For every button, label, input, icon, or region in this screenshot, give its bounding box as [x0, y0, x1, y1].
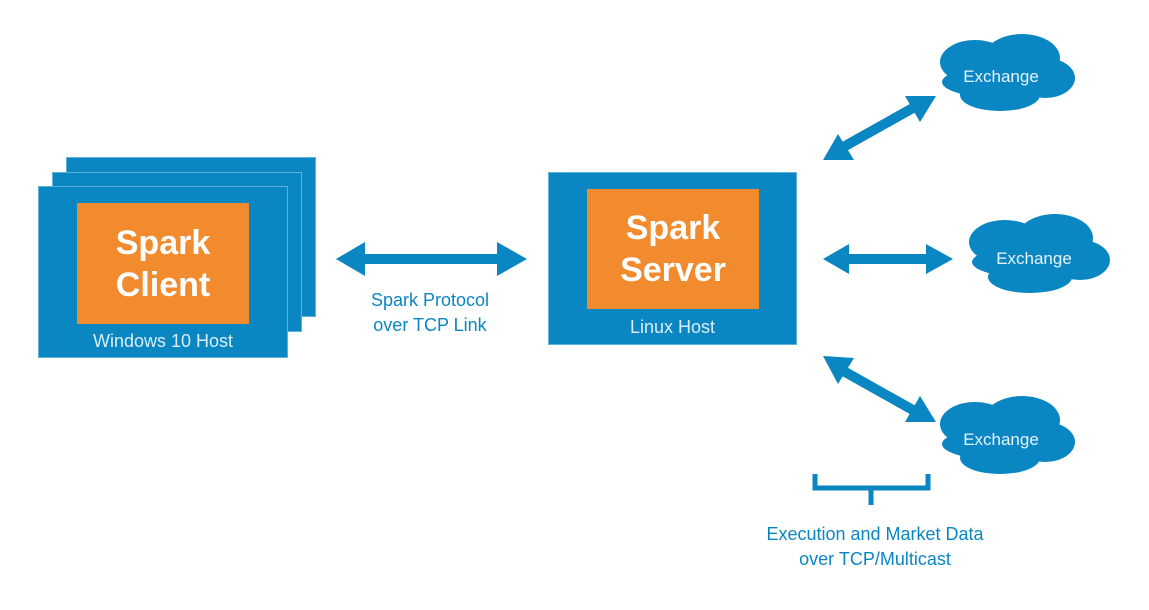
exchange-label-1: Exchange — [963, 67, 1039, 86]
arrowhead-down-right — [905, 396, 936, 422]
arrow-shaft-exchange-1 — [835, 99, 923, 155]
double-arrow-server-exchange-2 — [823, 244, 953, 274]
client-host-label: Windows 10 Host — [92, 331, 234, 351]
market-data-caption: Execution and Market Data over TCP/Multi… — [720, 522, 1030, 572]
arrow-shaft-exchange-3 — [835, 363, 923, 419]
server-host: Spark Server Linux Host — [548, 172, 797, 345]
arrowhead-down-left — [823, 134, 854, 160]
link-caption-line1: Spark Protocol — [370, 290, 490, 310]
exchange-label-2: Exchange — [996, 249, 1072, 268]
exchange-cloud-3 — [940, 396, 1075, 474]
market-data-bracket — [812, 474, 931, 505]
server-host-label: Linux Host — [629, 317, 716, 337]
arrowhead-up-right — [905, 96, 936, 122]
server-title-line1: Spark — [625, 209, 721, 247]
link-caption: Spark Protocol over TCP Link — [330, 288, 530, 338]
arrowhead-up-left — [823, 356, 854, 384]
client-title-line2: Client — [115, 265, 211, 304]
client-host: Spark Client Windows 10 Host — [38, 186, 288, 358]
market-data-caption-line1: Execution and Market Data — [766, 524, 984, 544]
link-caption-line2: over TCP Link — [373, 315, 487, 335]
double-arrow-client-server — [336, 242, 527, 276]
exchange-cloud-2 — [969, 214, 1110, 293]
spark-client-box: Spark Client — [77, 203, 249, 324]
exchange-label-3: Exchange — [963, 430, 1039, 449]
exchange-cloud-1 — [940, 34, 1075, 111]
market-data-caption-line2: over TCP/Multicast — [799, 549, 951, 569]
spark-server-box: Spark Server — [587, 189, 759, 309]
client-title-line1: Spark — [115, 223, 211, 262]
server-title-line2: Server — [620, 251, 726, 289]
